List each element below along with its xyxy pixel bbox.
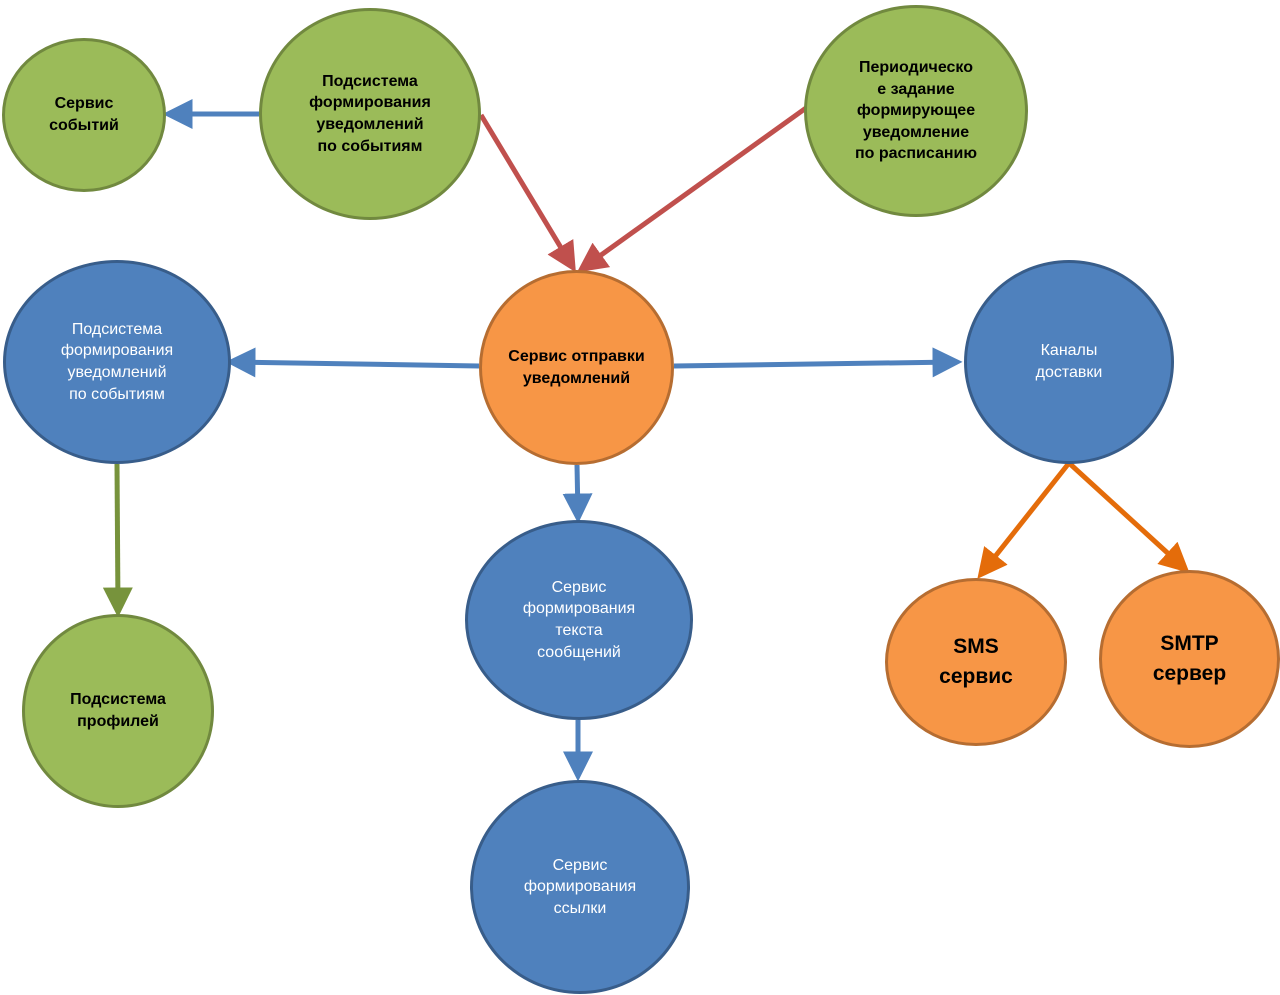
node-periodic-task-label: Периодическо е задание формирующее уведо… xyxy=(854,59,978,163)
node-events-service: Сервис событий xyxy=(2,38,166,192)
arrow-send-to-channels xyxy=(673,347,963,378)
node-event-notification-subsystem-label: Подсистема формирования уведомлений по с… xyxy=(309,72,431,155)
node-smtp-server: SMTP сервер xyxy=(1099,570,1280,748)
node-message-text-service-label: Сервис формирования текста сообщений xyxy=(522,578,636,661)
node-event-notification-subsystem-2-label: Подсистема формирования уведомлений по с… xyxy=(60,320,174,403)
arrow-send-to-gen-events-2 xyxy=(225,347,480,378)
node-delivery-channels-label: Каналы доставки xyxy=(1035,342,1103,381)
node-notification-send-service-label: Сервис отправки уведомлений xyxy=(508,347,645,387)
arrow-periodic-to-send-service xyxy=(576,105,808,273)
node-sms-service: SMS сервис xyxy=(885,578,1067,746)
node-event-notification-subsystem-2: Подсистема формирования уведомлений по с… xyxy=(3,260,231,464)
node-event-notification-subsystem: Подсистема формирования уведомлений по с… xyxy=(259,8,481,220)
node-delivery-channels: Каналы доставки xyxy=(964,260,1174,464)
node-periodic-task: Периодическо е задание формирующее уведо… xyxy=(804,5,1028,217)
node-link-service-label: Сервис формирования ссылки xyxy=(523,856,637,917)
node-link-service: Сервис формирования ссылки xyxy=(470,780,690,994)
node-profiles-subsystem: Подсистема профилей xyxy=(22,614,214,808)
node-sms-service-label: SMS сервис xyxy=(939,634,1013,688)
node-message-text-service: Сервис формирования текста сообщений xyxy=(465,520,693,720)
arrow-channels-to-smtp xyxy=(1067,461,1190,574)
node-notification-send-service: Сервис отправки уведомлений xyxy=(479,270,674,465)
arrow-gen-events-2-to-profiles xyxy=(102,463,133,618)
node-smtp-server-label: SMTP сервер xyxy=(1152,631,1227,685)
node-profiles-subsystem-label: Подсистема профилей xyxy=(70,691,166,730)
arrow-gen-events-to-send-service xyxy=(478,113,576,273)
arrow-send-to-text-service xyxy=(562,464,593,524)
arrow-channels-to-sms xyxy=(977,461,1071,579)
node-events-service-label: Сервис событий xyxy=(49,95,119,134)
